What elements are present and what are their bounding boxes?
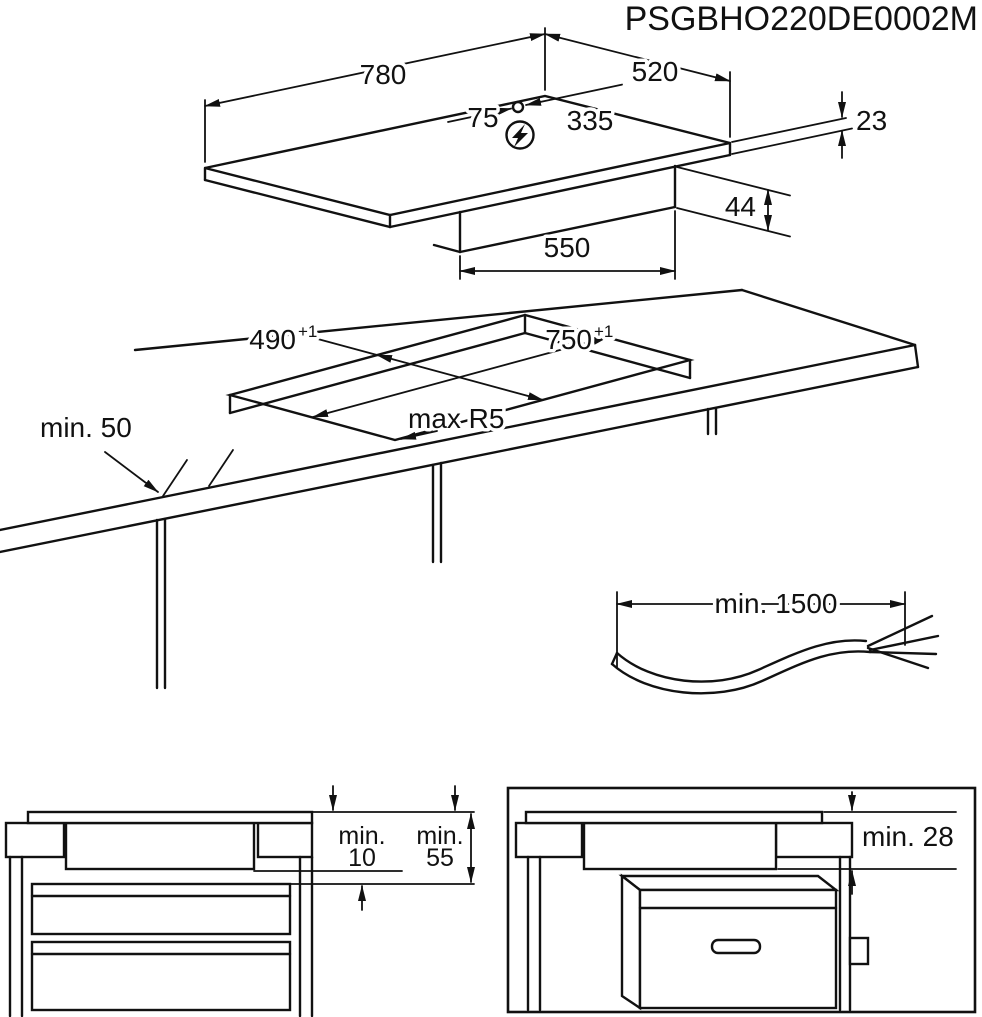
dim-label-780: 780 <box>360 59 407 90</box>
dim-label-10: 10 <box>348 844 376 872</box>
line-shape <box>868 634 940 652</box>
power-symbol <box>505 120 535 150</box>
dim-label-490-tolerance: +1 <box>298 322 317 341</box>
line-shape <box>458 205 677 254</box>
dim-label-750-tolerance: +1 <box>594 322 613 341</box>
dim-hob-width: 780 <box>204 27 546 163</box>
oven-clearance-view: min. 28 <box>506 786 977 1014</box>
drawer-bottom <box>30 940 292 1012</box>
hob-isometric-view: 780 520 75 335 23 <box>203 27 891 280</box>
cabinet-legs <box>155 406 718 690</box>
hob-glass-side <box>524 810 824 825</box>
power-cable-view: min. 1500 <box>610 585 940 695</box>
dim-box-width: 550 <box>459 210 676 280</box>
rect-shape <box>30 882 292 936</box>
dim-label-550: 550 <box>544 232 591 263</box>
line-shape <box>447 107 512 123</box>
rect-shape <box>30 940 292 1012</box>
line-shape <box>544 33 731 82</box>
dim-label-min-1500: min. 1500 <box>715 588 838 619</box>
dim-label-min: min. <box>338 822 385 850</box>
worktop-right-section <box>256 821 314 859</box>
line-shape <box>312 336 609 418</box>
worktop-left-section <box>514 821 584 859</box>
dim-label-335: 335 <box>567 105 614 136</box>
dim-label-min-28: min. 28 <box>862 821 954 852</box>
dim-label-max-r5: max R5 <box>408 403 504 434</box>
dim-glass-thickness: 23 <box>731 91 891 159</box>
oven-left-face <box>620 873 642 1011</box>
dim-label-490: 490 <box>249 324 296 355</box>
worktop-back-edge <box>133 288 744 352</box>
worktop-front-top-edge <box>0 343 917 532</box>
line-shape <box>104 451 159 493</box>
hob-box-side <box>582 821 778 871</box>
dim-cutout-depth: 490 +1 <box>246 319 544 401</box>
line-shape <box>866 646 930 670</box>
cable-end-cap <box>610 651 619 666</box>
dim-cutout-width: 750 +1 <box>312 319 617 418</box>
line-shape <box>731 117 847 143</box>
dim-label-750: 750 <box>545 324 592 355</box>
line-shape <box>525 83 623 106</box>
power-connection-point <box>511 100 525 114</box>
line-shape <box>400 430 438 440</box>
worktop-right-edge <box>740 288 917 347</box>
cable-curve <box>615 639 868 683</box>
dim-gap-drawer-10: min. 10 <box>335 819 389 911</box>
line-shape <box>208 449 234 487</box>
worktop-left-section <box>4 821 66 859</box>
power-socket <box>848 936 870 966</box>
dim-label-min-50: min. 50 <box>40 412 132 443</box>
line-shape <box>676 207 791 238</box>
dim-label-75: 75 <box>467 102 498 133</box>
dim-label-520: 520 <box>632 56 679 87</box>
part-number: PSGBHO220DE0002M <box>625 0 978 38</box>
worktop-front-bottom-edge <box>0 365 920 554</box>
oven-handle <box>710 938 762 955</box>
line-shape <box>866 614 934 648</box>
worktop-right-end <box>913 343 920 369</box>
worktop-cutout-view: 490 +1 750 +1 min. 50 max R5 <box>0 288 920 690</box>
hob-burner-box <box>432 164 677 254</box>
drawer-top <box>30 882 292 936</box>
dim-label-44: 44 <box>725 191 756 222</box>
line-shape <box>731 127 853 155</box>
line-shape <box>204 33 546 107</box>
cable-wire-strands <box>866 614 940 670</box>
oven-top-face <box>618 874 840 892</box>
hob-glass-edge <box>388 153 732 229</box>
cable-curve <box>610 650 872 695</box>
dim-label-23: 23 <box>856 105 887 136</box>
oven <box>618 873 840 1011</box>
drawer-clearance-view: min. 10 min. 55 <box>4 785 475 1017</box>
dim-front-clearance: min. 50 <box>37 409 234 497</box>
lightning-bolt-icon <box>512 124 528 147</box>
hob-box-side <box>64 821 256 871</box>
dim-gap-drawer-55: min. 55 <box>413 813 475 883</box>
dim-box-height: 44 <box>676 166 791 238</box>
dim-label-min: min. <box>416 822 463 850</box>
worktop-right-section <box>774 821 854 859</box>
dim-connection-position: 75 335 <box>447 83 623 140</box>
dim-label-55: 55 <box>426 844 454 872</box>
hob-glass-side <box>26 810 314 825</box>
line-shape <box>432 243 462 254</box>
hob-glass-edge <box>203 178 392 229</box>
dim-corner-radius: max R5 <box>400 400 508 440</box>
dim-hob-depth: 520 <box>544 33 731 138</box>
line-shape <box>162 459 188 497</box>
